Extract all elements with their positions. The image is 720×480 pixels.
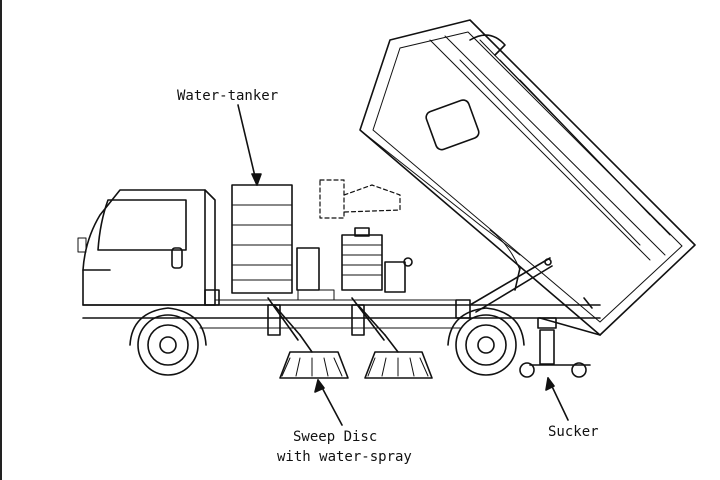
front-wheel — [129, 307, 207, 376]
rear-sweep-disc — [351, 297, 433, 379]
front-sweep-disc — [267, 297, 349, 379]
water-tanker-label: Water-tanker — [177, 88, 279, 104]
sweep-disc-label-line1: Sweep Disc — [293, 429, 378, 445]
sucker-assembly — [519, 297, 593, 378]
image-border — [0, 0, 2, 480]
water-tanker — [231, 184, 293, 294]
truck-cab — [77, 189, 220, 306]
sweep-disc-label-line2: with water-spray — [277, 449, 412, 465]
chassis — [82, 299, 601, 336]
rear-wheel — [447, 307, 525, 376]
auxiliary-engine — [296, 179, 413, 301]
hopper-body — [359, 19, 696, 336]
sucker-label: Sucker — [548, 424, 599, 440]
water-tanker-leader — [237, 104, 258, 186]
lift-cylinder — [469, 257, 553, 313]
leader-lines — [237, 104, 569, 426]
